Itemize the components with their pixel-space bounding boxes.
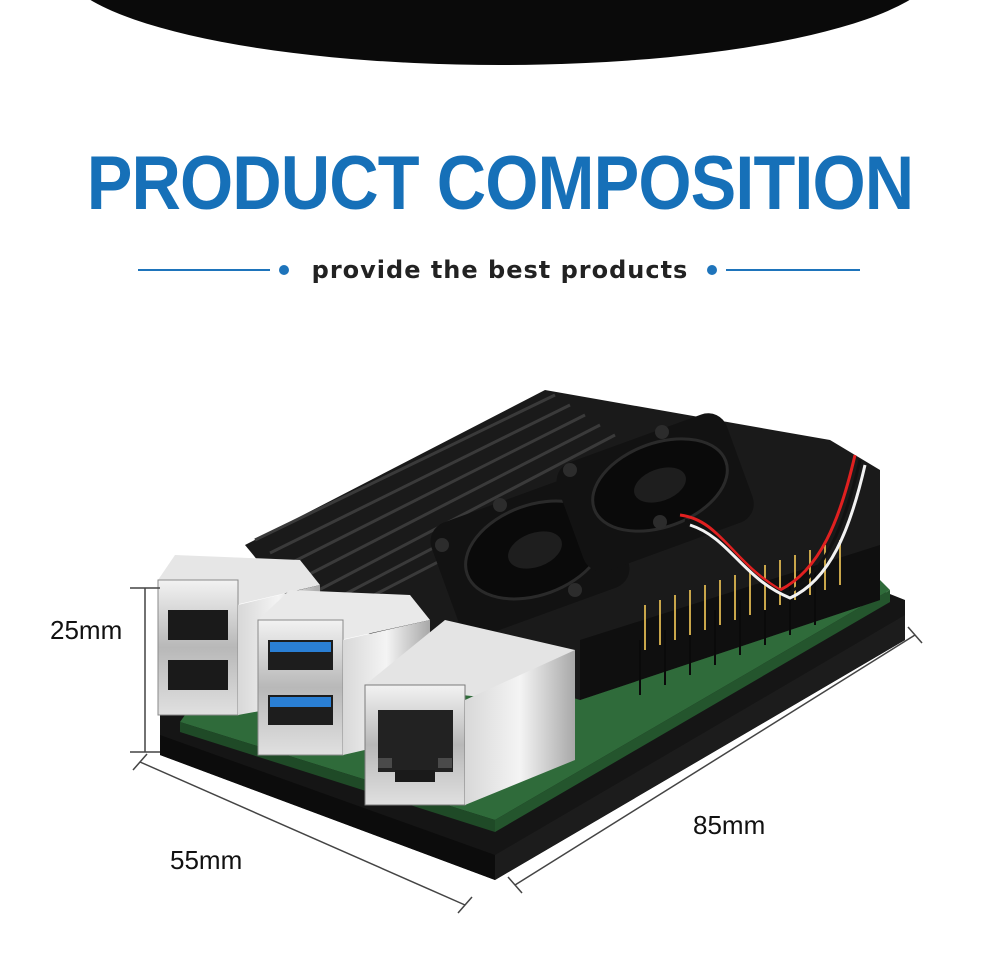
case-side-vents — [639, 570, 816, 695]
subtitle-row: provide the best products — [0, 250, 1000, 290]
height-dimension-label: 25mm — [50, 615, 123, 645]
ethernet-port — [364, 620, 575, 806]
subtitle: provide the best products — [311, 256, 689, 284]
subtitle-left-line — [138, 269, 270, 271]
length-dimension-label: 85mm — [693, 810, 766, 840]
fan-wires — [679, 454, 867, 600]
page-title: PRODUCT COMPOSITION — [86, 141, 914, 226]
subtitle-left-dot — [279, 265, 289, 275]
width-dimension-label: 55mm — [170, 845, 243, 875]
gpio-pins — [644, 540, 841, 650]
dimension-lines — [130, 587, 923, 914]
subtitle-right-dot — [707, 265, 717, 275]
subtitle-right-line — [726, 269, 860, 271]
